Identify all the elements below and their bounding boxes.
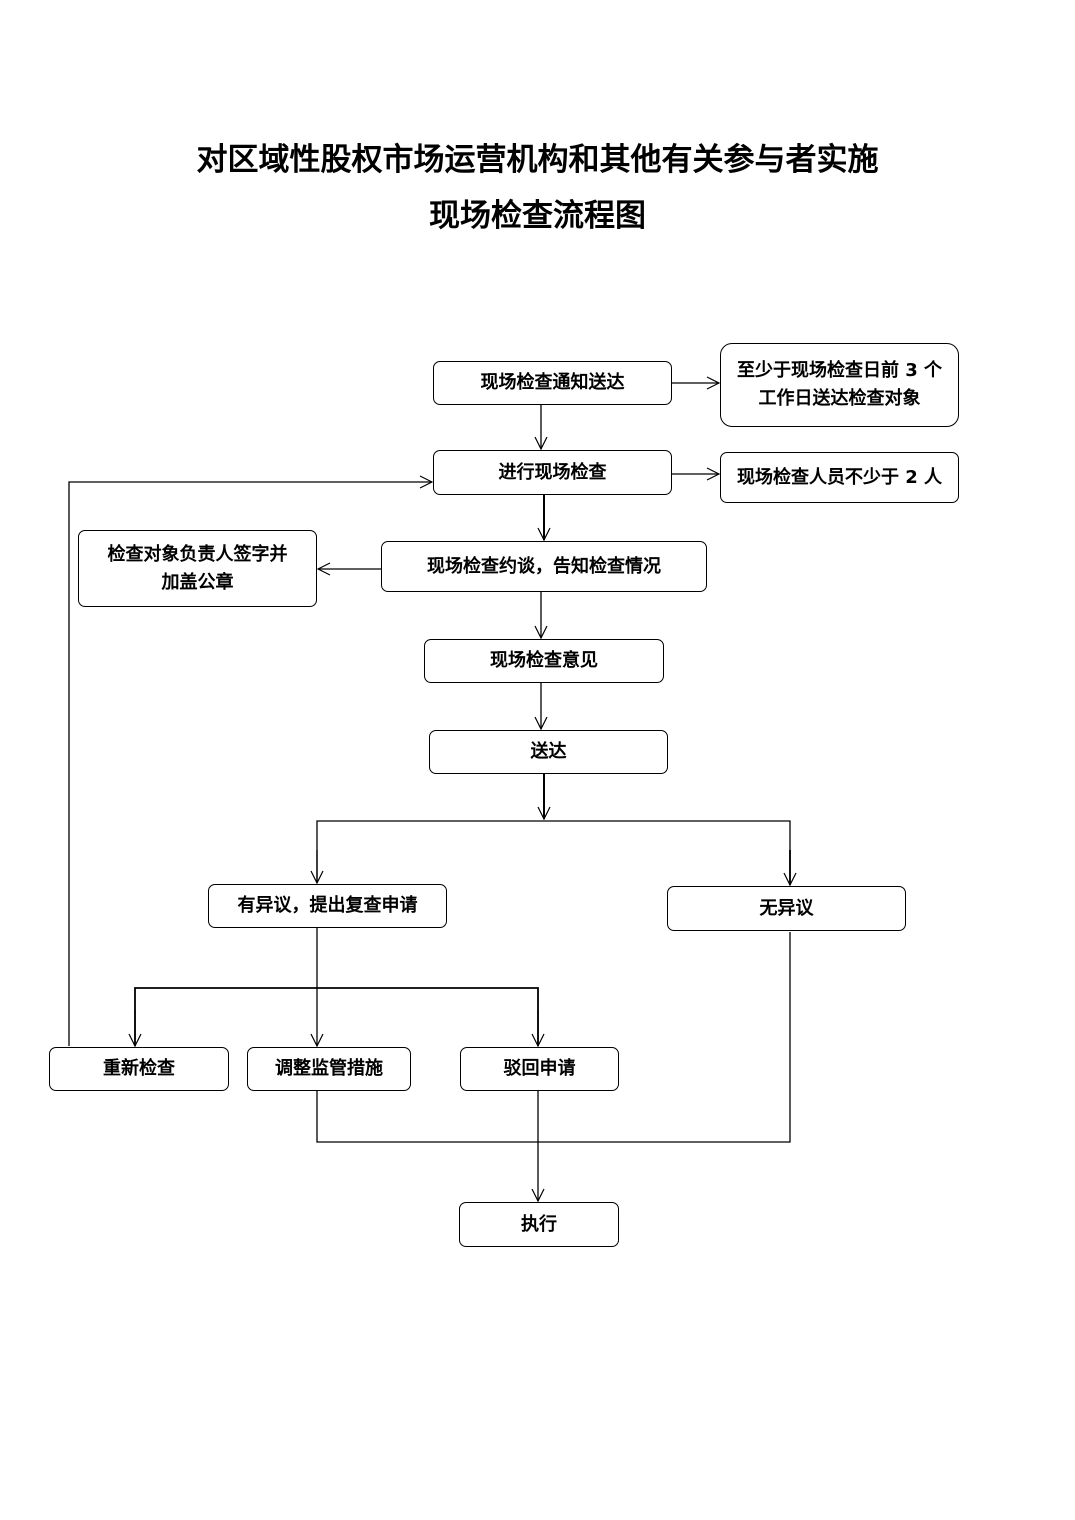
node-notice: 现场检查通知送达 xyxy=(433,361,672,405)
node-sign: 检查对象负责人签字并 加盖公章 xyxy=(78,530,317,607)
node-notice-note-line1: 至少于现场检查日前 3 个 xyxy=(736,360,943,381)
node-execute: 执行 xyxy=(459,1202,619,1247)
node-sign-line1: 检查对象负责人签字并 xyxy=(107,543,288,565)
node-interview: 现场检查约谈，告知检查情况 xyxy=(381,541,707,592)
node-reject-label: 驳回申请 xyxy=(503,1058,576,1079)
node-objection: 有异议，提出复查申请 xyxy=(208,884,447,928)
recheck-loop-line xyxy=(68,482,432,1046)
node-inspect-label: 进行现场检查 xyxy=(498,461,607,483)
node-notice-label: 现场检查通知送达 xyxy=(480,372,625,393)
node-deliver: 送达 xyxy=(429,730,668,774)
node-adjust-label: 调整监管措施 xyxy=(275,1058,383,1079)
node-reject: 驳回申请 xyxy=(460,1047,619,1091)
node-no-objection-label: 无异议 xyxy=(759,897,814,919)
objection-branch-line xyxy=(134,987,539,1046)
node-sign-line2: 加盖公章 xyxy=(161,571,234,593)
node-adjust: 调整监管措施 xyxy=(247,1047,411,1091)
node-objection-label: 有异议，提出复查申请 xyxy=(237,895,418,916)
node-recheck: 重新检查 xyxy=(49,1047,229,1091)
node-opinion-label: 现场检查意见 xyxy=(490,650,598,671)
adjust-merge-line xyxy=(316,932,791,1143)
diagram-title: 对区域性股权市场运营机构和其他有关参与者实施 xyxy=(196,142,879,178)
node-execute-label: 执行 xyxy=(521,1213,557,1235)
node-opinion: 现场检查意见 xyxy=(424,639,664,683)
node-inspect-note: 现场检查人员不少于 2 人 xyxy=(720,452,959,503)
diagram-subtitle: 现场检查流程图 xyxy=(429,198,646,234)
node-recheck-label: 重新检查 xyxy=(103,1058,175,1079)
node-no-objection: 无异议 xyxy=(667,886,906,931)
node-notice-note: 至少于现场检查日前 3 个 工作日送达检查对象 xyxy=(720,343,959,427)
node-inspect: 进行现场检查 xyxy=(433,450,672,495)
split-branch-line xyxy=(316,820,791,885)
node-deliver-label: 送达 xyxy=(530,741,567,762)
node-interview-label: 现场检查约谈，告知检查情况 xyxy=(427,555,661,577)
node-notice-note-line2: 工作日送达检查对象 xyxy=(758,388,921,409)
node-inspect-note-label: 现场检查人员不少于 2 人 xyxy=(736,466,943,488)
